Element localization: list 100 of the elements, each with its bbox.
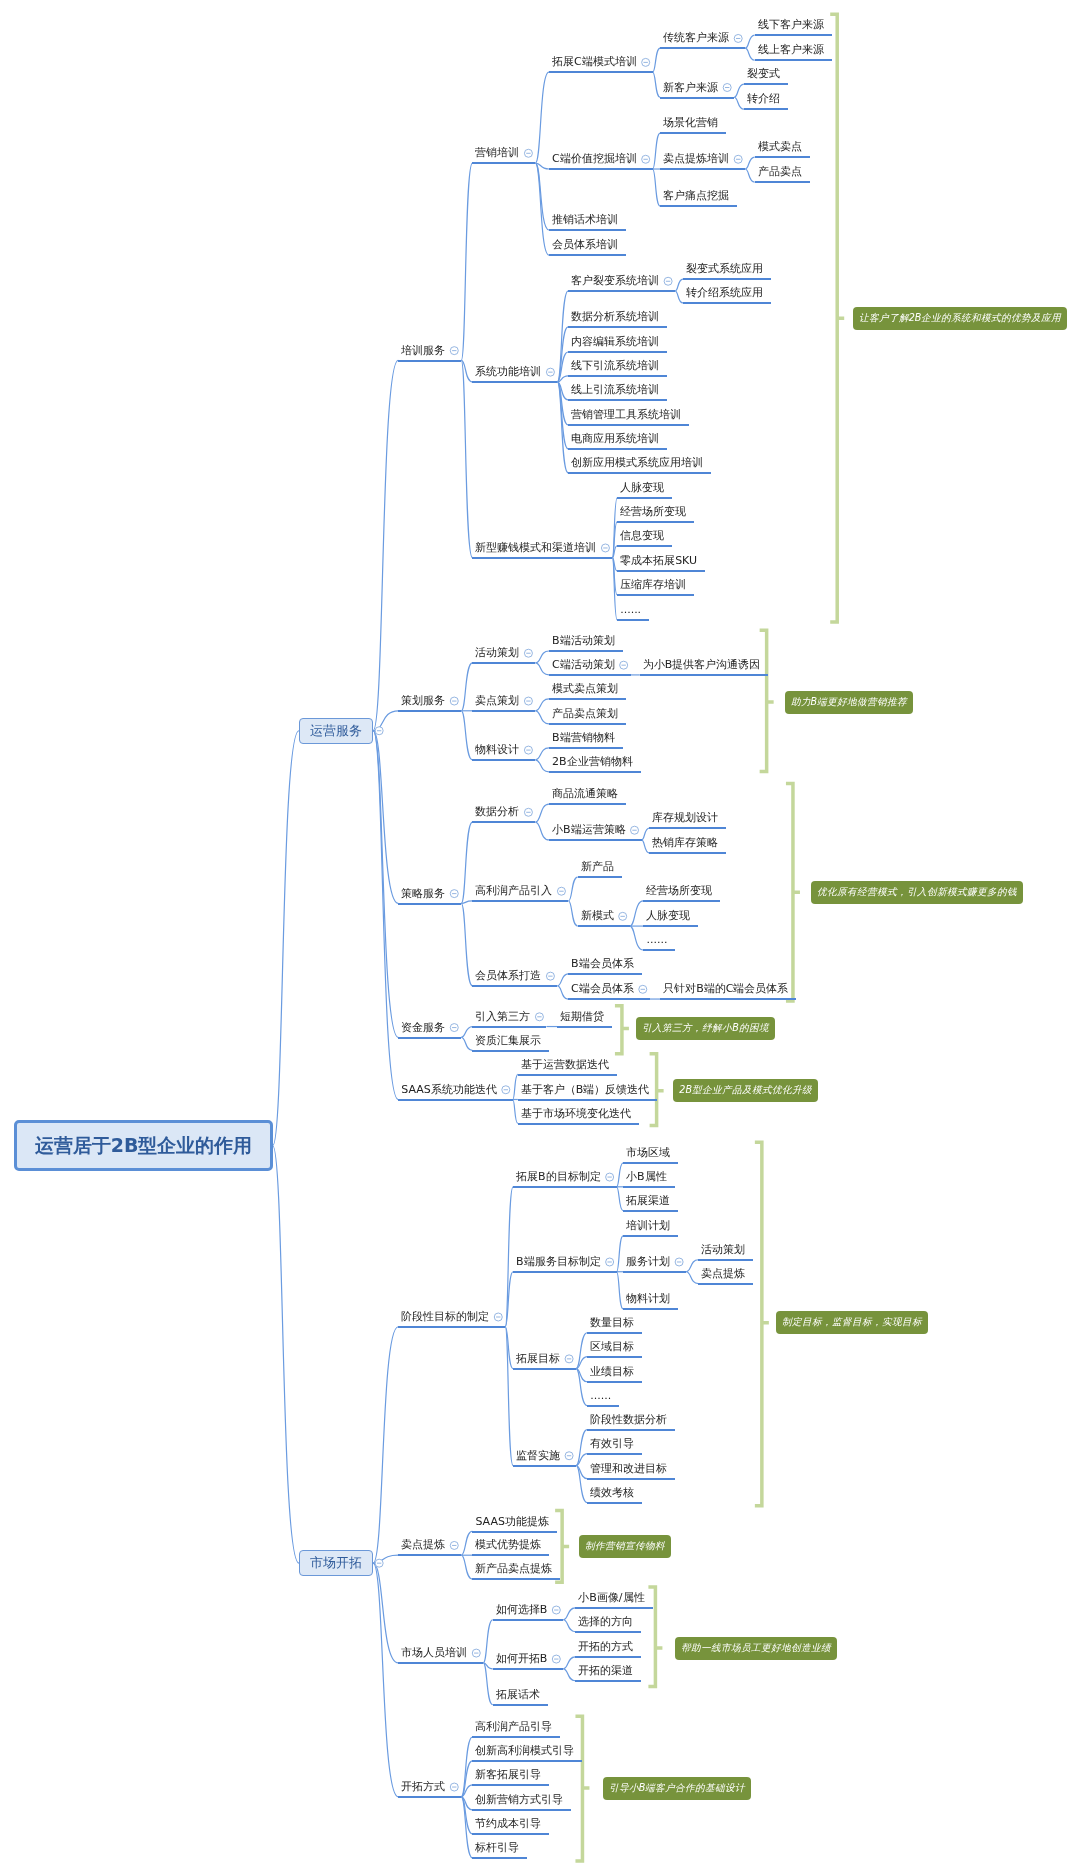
branch-line <box>460 1036 474 1052</box>
branch-line <box>460 1554 474 1556</box>
topic-label: 商品流通策略 <box>548 787 626 806</box>
topic-label: 开拓的方式 <box>575 1640 642 1659</box>
topic-label: 培训服务 <box>398 343 462 362</box>
branch-line <box>460 1796 474 1811</box>
topic-label: 会员体系打造 <box>472 969 558 988</box>
branch-line <box>534 821 550 841</box>
branch-line <box>649 998 661 1000</box>
branch-line <box>504 1326 514 1370</box>
branch-line <box>640 827 650 841</box>
branch-line <box>652 71 661 98</box>
branch-line <box>733 83 745 98</box>
topic-label: 新产品 <box>577 860 622 879</box>
topic-label: ...... <box>617 603 650 622</box>
branch-line <box>372 710 399 732</box>
branch-line <box>556 381 569 401</box>
topic-label: 新模式 <box>577 909 630 928</box>
branch-line <box>534 759 550 773</box>
topic-label: 经营场所变现 <box>643 884 721 903</box>
branch-line <box>460 162 474 361</box>
topic-label: 线上客户来源 <box>754 43 832 62</box>
topic-label: 监督实施 <box>513 1448 577 1467</box>
branch-line <box>534 162 550 170</box>
branch-line <box>652 168 661 207</box>
topic-label: 基于运营数据迭代 <box>517 1057 617 1076</box>
topic-label: 零成本拓展SKU <box>617 554 706 573</box>
topic-label: 培训计划 <box>623 1219 679 1238</box>
branch-line <box>575 1356 588 1370</box>
topic-label: 策划服务 <box>398 694 462 713</box>
branch-line <box>556 985 569 1000</box>
branch-line <box>460 900 474 904</box>
topic-label: 管理和改进目标 <box>587 1461 676 1480</box>
topic-label: ...... <box>587 1388 620 1407</box>
branch-line <box>674 290 684 304</box>
branch-line <box>460 821 474 904</box>
topic-label: 开拓的渠道 <box>575 1664 642 1682</box>
topic-label: 物料设计 <box>472 743 536 762</box>
topic-label: C端活动策划 <box>548 658 631 677</box>
branch-line <box>482 1662 494 1670</box>
topic-label: 服务计划 <box>623 1255 687 1273</box>
branch-line <box>556 351 569 383</box>
topic-label: 卖点提炼 <box>698 1266 754 1285</box>
branch-line <box>460 710 474 761</box>
topic-label: 市场人员培训 <box>398 1646 484 1665</box>
branch-line <box>567 876 579 902</box>
branch-line <box>534 71 550 164</box>
branch-line <box>616 1162 624 1188</box>
topic-label: 小B画像/属性 <box>575 1591 653 1610</box>
branch-line <box>616 1186 624 1212</box>
summary-box: 制定目标，监督目标，实现目标 <box>776 1311 929 1335</box>
branch-line <box>733 96 745 110</box>
central-topic-box: 运营居于2B型企业的作用 <box>14 1120 273 1172</box>
branch-line <box>556 973 569 987</box>
branch-line <box>372 1562 399 1664</box>
branch-line <box>460 710 474 712</box>
topic-label: 模式卖点策划 <box>548 682 626 701</box>
topic-label: 系统功能培训 <box>472 365 558 384</box>
topic-label: 传统客户来源 <box>660 31 746 50</box>
branch-line <box>575 1429 588 1467</box>
topic-label: 卖点策划 <box>472 694 536 713</box>
branch-line <box>534 650 550 664</box>
topic-label: 区域目标 <box>587 1339 643 1358</box>
branch-line <box>482 1619 494 1664</box>
topic-label: 高利润产品引入 <box>472 884 569 903</box>
topic-label: 基于市场环境变化迭代 <box>517 1106 639 1125</box>
branch-line <box>534 662 550 676</box>
topic-label: 人脉变现 <box>643 909 699 928</box>
topic-label: SAAS系统功能迭代 <box>398 1082 513 1101</box>
topic-label: 产品卖点 <box>754 165 810 184</box>
branch-line <box>575 1464 588 1504</box>
branch-line <box>567 900 579 927</box>
topic-label: 线下引流系统培训 <box>568 359 668 378</box>
branch-line <box>616 1271 624 1310</box>
branch-line <box>562 1619 576 1633</box>
topic-label: 新客拓展引导 <box>472 1768 550 1787</box>
topic-label: 选择的方向 <box>575 1615 642 1633</box>
topic-label: 标杆引导 <box>472 1841 528 1860</box>
branch-line <box>534 747 550 761</box>
topic-label: 产品卖点策划 <box>548 707 626 726</box>
summary-box: 引入第三方，纾解小B的困境 <box>636 1017 775 1041</box>
branch-line <box>512 1098 519 1101</box>
branch-line <box>575 1452 588 1467</box>
topic-label: 阶段性数据分析 <box>587 1412 676 1431</box>
topic-label: 开拓方式 <box>398 1780 462 1799</box>
topic-label: 拓展目标 <box>513 1351 577 1370</box>
topic-label: B端活动策划 <box>548 634 623 653</box>
branch-line <box>575 1368 588 1407</box>
branch-line <box>629 925 645 927</box>
topic-label: 创新高利润模式引导 <box>472 1744 583 1763</box>
branch-line <box>556 381 569 474</box>
branch-line <box>630 674 641 676</box>
topic-label: B端营销物料 <box>548 731 623 750</box>
branch-line <box>372 1554 399 1564</box>
branch-line <box>372 730 399 1038</box>
branch-line <box>744 47 756 61</box>
topic-label: 资质汇集展示 <box>472 1033 550 1052</box>
branch-line <box>652 47 661 73</box>
branch-line <box>685 1259 700 1273</box>
topic-label: 创新应用模式系统应用培训 <box>568 456 712 475</box>
